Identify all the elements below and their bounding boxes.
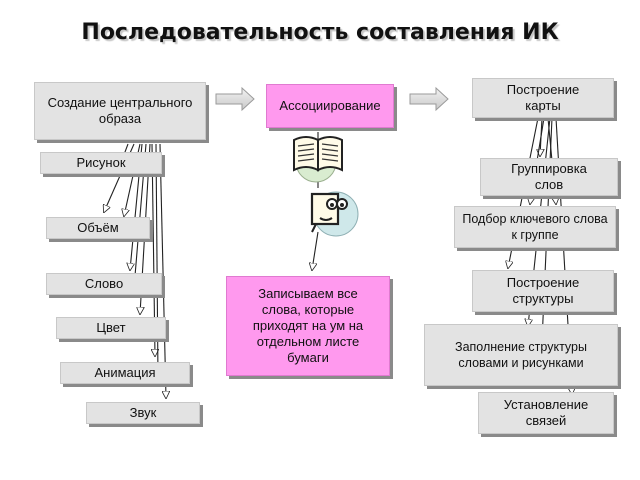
box-keyword: Подбор ключевого слова к группе <box>454 206 616 248</box>
open-book-icon <box>293 136 343 183</box>
page-title: Последовательность составления ИК <box>81 20 559 45</box>
flow-arrow-1 <box>215 86 255 112</box>
box-animation: Анимация <box>60 362 190 384</box>
left-branch-arrows <box>104 143 166 398</box>
box-build-structure: Построение структуры <box>472 270 614 312</box>
box-central-image: Создание центрального образа <box>34 82 206 140</box>
box-sound: Звук <box>86 402 200 424</box>
box-note: Записываем все слова, которые приходят н… <box>226 276 390 376</box>
box-volume: Объём <box>46 217 150 239</box>
box-connections: Установление связей <box>478 392 614 434</box>
box-build-map: Построение карты <box>472 78 614 118</box>
box-drawing: Рисунок <box>40 152 162 174</box>
thinking-face-icon <box>310 191 359 237</box>
box-color: Цвет <box>56 317 166 339</box>
box-word: Слово <box>46 273 162 295</box>
box-group-words: Группировка слов <box>480 158 618 196</box>
box-association: Ассоциирование <box>266 84 394 128</box>
box-fill-structure: Заполнение структуры словами и рисунками <box>424 324 618 386</box>
flow-arrow-2 <box>409 86 449 112</box>
